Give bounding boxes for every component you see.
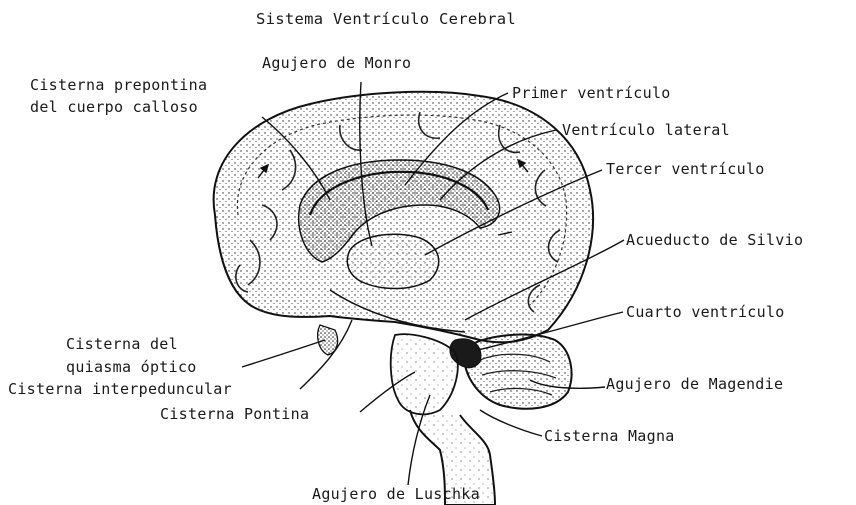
- label-cisterna-magna: Cisterna Magna: [544, 427, 675, 445]
- label-ventriculo-lateral: Ventrículo lateral: [562, 121, 730, 139]
- label-cisterna-pontina: Cisterna Pontina: [160, 405, 309, 423]
- label-cisterna-quiasma-line2: quiasma óptico: [66, 358, 197, 376]
- third-ventricle: [347, 234, 438, 288]
- diagram-title: Sistema Ventrículo Cerebral: [256, 10, 516, 28]
- label-agujero-luschka: Agujero de Luschka: [312, 485, 480, 503]
- label-cuarto-ventriculo: Cuarto ventrículo: [626, 303, 785, 321]
- cerebellum-shape: [464, 335, 571, 409]
- label-cisterna-prepontina-line2: del cuerpo calloso: [30, 98, 198, 116]
- label-cisterna-prepontina-line1: Cisterna prepontina: [30, 76, 207, 94]
- cerebrum-shape: [214, 92, 593, 342]
- label-cisterna-quiasma-line1: Cisterna del: [66, 335, 178, 353]
- pons: [391, 334, 458, 414]
- label-tercer-ventriculo: Tercer ventrículo: [606, 160, 765, 178]
- label-cisterna-interpeduncular: Cisterna interpeduncular: [8, 380, 232, 398]
- label-acueducto-silvio: Acueducto de Silvio: [626, 231, 803, 249]
- label-agujero-magendie: Agujero de Magendie: [606, 375, 783, 393]
- label-agujero-monro: Agujero de Monro: [262, 54, 411, 72]
- label-primer-ventriculo: Primer ventrículo: [512, 84, 671, 102]
